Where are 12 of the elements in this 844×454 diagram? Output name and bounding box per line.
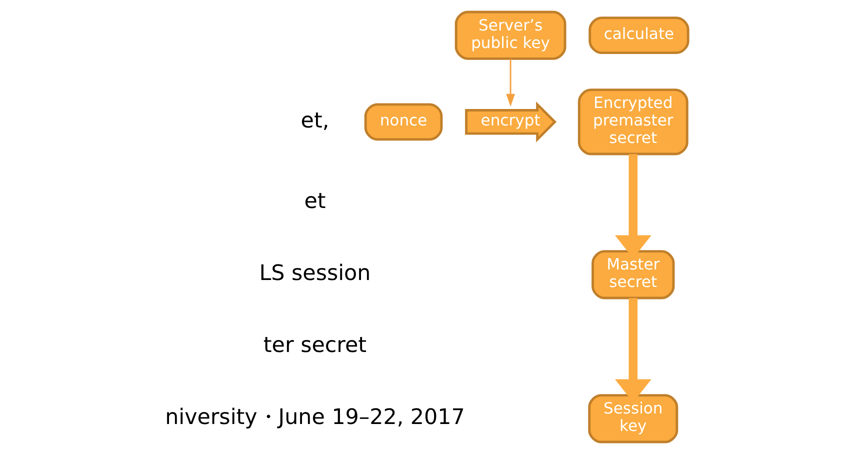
label: ter secret — [263, 333, 367, 358]
node-box: Encrypted premaster secret — [578, 88, 688, 156]
label: niversity・June 19–22, 2017 — [165, 405, 465, 430]
label: LS session — [259, 261, 371, 286]
label: et, — [300, 108, 330, 134]
node-box: calculate — [588, 16, 690, 54]
label: et — [304, 189, 326, 214]
arrow — [506, 58, 515, 107]
node-box: Master secret — [592, 250, 675, 300]
node-box: Session key — [588, 394, 678, 444]
node-box: Server’s public key — [454, 10, 566, 60]
node-box: nonce — [364, 103, 443, 141]
